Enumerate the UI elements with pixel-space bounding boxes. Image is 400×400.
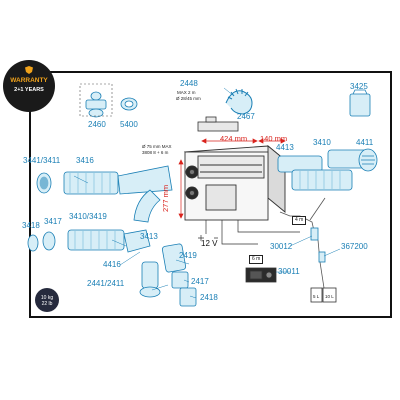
part-3410-3419-duct <box>67 229 125 251</box>
fuel-line-extension <box>309 197 326 221</box>
dimension-lines <box>178 138 286 219</box>
part-30012-fuel-pump <box>310 227 319 241</box>
callout-3441-3411: 3441/3411 <box>23 156 61 165</box>
part-30011-controller <box>245 267 277 283</box>
duct-note-diameter: Ø 75 mm MAX <box>142 144 172 149</box>
diagram-frame <box>29 71 392 318</box>
callout-4411: 4411 <box>356 138 374 147</box>
fuel-tank-5l <box>310 287 323 303</box>
right-duct-assembly <box>277 148 378 191</box>
callout-4413: 4413 <box>276 143 294 152</box>
heater-unit <box>183 145 287 221</box>
part-3425-bag <box>349 89 371 117</box>
dimension-width-424: 424 mm <box>220 134 248 143</box>
callout-367200: 367200 <box>341 242 368 251</box>
callout-30011: 30011 <box>278 267 300 276</box>
voltage-label: 12 V <box>201 239 218 248</box>
callout-3418: 3418 <box>22 221 40 230</box>
warranty-years: 2+1 YEARS <box>14 87 44 93</box>
weight-badge: 10 kg 22 lb <box>35 288 59 312</box>
callout-30012: 30012 <box>270 242 293 251</box>
callout-3410: 3410 <box>313 138 331 147</box>
callout-2448: 2448 <box>180 79 198 88</box>
tank-label-10l: 10 L <box>325 294 334 299</box>
warranty-title: WARRANTY <box>10 77 48 84</box>
part-3418-ring <box>27 234 39 252</box>
weight-lb: 22 lb <box>41 301 53 307</box>
part-2467-mount-bracket <box>197 116 239 132</box>
callout-3413: 3413 <box>140 232 158 241</box>
cable-length-4m: 4 m <box>292 216 307 225</box>
heater-outlet-duct <box>117 165 173 195</box>
callout-2419: 2419 <box>179 251 197 260</box>
callout-2441-2411: 2441/2411 <box>87 279 125 288</box>
part-367200-fitting <box>318 251 326 263</box>
callout-2467: 2467 <box>237 112 255 121</box>
part-2460-dashed-box <box>79 83 113 117</box>
wiring <box>198 220 300 245</box>
part-2441-cap <box>139 286 161 298</box>
part-5400-ring <box>120 97 138 111</box>
part-2417-pipe <box>171 271 189 289</box>
cable-length-6m: 6 m <box>249 255 264 264</box>
part-2448-exhaust-hose <box>225 88 253 115</box>
callout-3410-3419: 3410/3419 <box>69 212 107 221</box>
weight-kg: 10 kg <box>40 295 54 301</box>
leader-lines <box>73 87 341 299</box>
callout-4416: 4416 <box>103 260 121 269</box>
callout-3416: 3416 <box>76 156 94 165</box>
callout-2417: 2417 <box>191 277 209 286</box>
exhaust-note-max-length: MAX 2 m <box>177 90 196 95</box>
callout-2460: 2460 <box>88 120 106 129</box>
duct-note-length: 3808 8 + 6 m <box>142 150 169 155</box>
part-3413-elbow <box>133 189 161 223</box>
shield-icon <box>25 66 33 74</box>
callout-3417: 3417 <box>44 217 62 226</box>
part-2460-fitting <box>85 91 107 118</box>
dimension-height-277: 277 mm <box>161 184 170 212</box>
fuel-feed-line <box>317 239 325 289</box>
part-4416-y-piece <box>123 229 151 253</box>
exhaust-note-diameter: Ø 28/45 mm <box>176 96 201 101</box>
part-3417-clamp <box>42 231 56 251</box>
part-2419-pipe <box>161 243 187 273</box>
fuel-tank-10l <box>322 287 337 303</box>
callout-3425: 3425 <box>350 82 368 91</box>
part-3410-duct <box>291 169 353 191</box>
part-2441-duct <box>141 261 159 289</box>
callout-2418: 2418 <box>200 293 218 302</box>
part-2418-pipe <box>179 287 197 307</box>
warranty-badge: WARRANTY 2+1 YEARS <box>3 60 55 112</box>
tank-label-5l: 5 L <box>313 294 320 299</box>
callout-5400: 5400 <box>120 120 138 129</box>
dimension-width-140: 140 mm <box>260 134 288 143</box>
